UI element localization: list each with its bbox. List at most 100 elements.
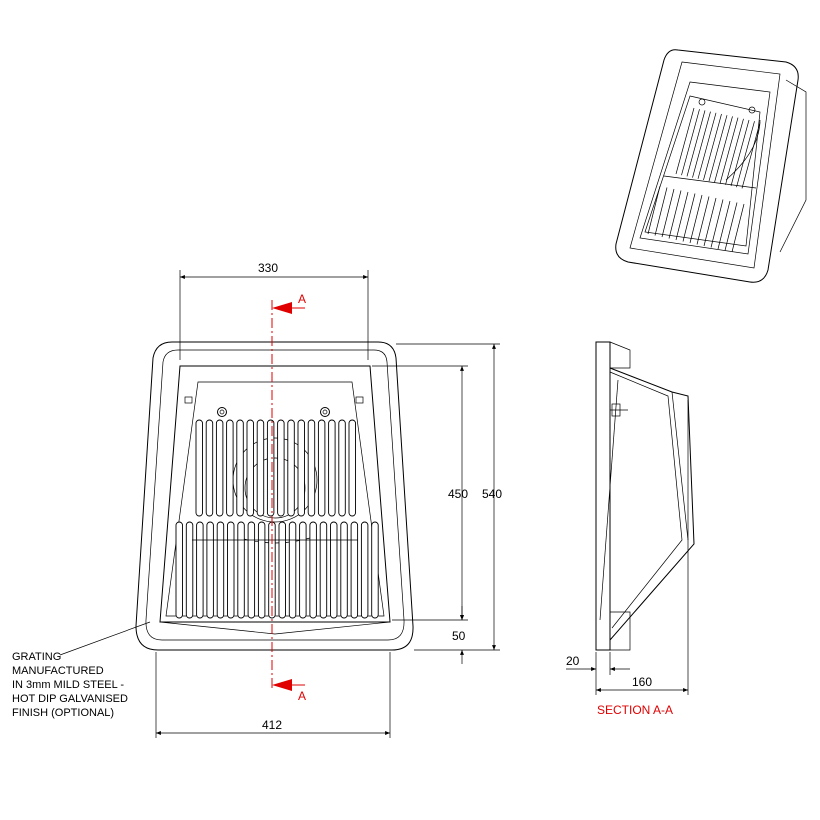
base-plate-line (159, 621, 391, 635)
left-bolt (217, 407, 227, 417)
grating-slot (175, 521, 183, 619)
grating-slot (309, 521, 317, 619)
iso-grating-bar (708, 115, 728, 182)
dim-label-412: 412 (262, 718, 282, 732)
front-view (135, 341, 414, 651)
grating-slot (330, 521, 338, 619)
iso-grating-bar (710, 199, 724, 248)
grating-slot (227, 521, 235, 619)
grating-slot (348, 419, 356, 517)
iso-grating-bar (717, 200, 731, 250)
section-arrow-top: A (272, 292, 306, 314)
note-line-2: MANUFACTURED (12, 665, 104, 677)
iso-grating-bar (703, 197, 717, 247)
note-line-5: FINISH (OPTIONAL) (12, 707, 114, 719)
grating-slot (237, 521, 245, 619)
dim-label-50: 50 (452, 629, 466, 643)
grating-slot (338, 419, 346, 517)
iso-grating-bar (692, 111, 711, 178)
grating-slot (196, 521, 204, 619)
iso-grating-bar (719, 117, 739, 184)
grating-slot (236, 419, 244, 517)
iso-outlet-curve (725, 119, 761, 181)
iso-side-box (779, 79, 807, 253)
outlet-inner-circle (244, 457, 306, 519)
iso-recess (639, 81, 771, 255)
iso-grating-bar (731, 203, 745, 253)
iso-grating-bar (696, 196, 710, 245)
iso-grating-bar (725, 118, 744, 185)
grating-slot (360, 521, 369, 619)
grating-slot (246, 419, 254, 517)
grating-slot (257, 521, 266, 619)
grating-slot (297, 419, 305, 517)
grating-slot (266, 419, 275, 517)
iso-grating-divider (663, 175, 757, 189)
right-tab (355, 396, 364, 404)
grating-slot (215, 419, 224, 517)
iso-grating-bar (682, 193, 696, 242)
dim-label-160: 160 (632, 675, 652, 689)
grating-slot (185, 521, 194, 619)
grating-slot (256, 419, 265, 517)
grating-slot (206, 521, 214, 619)
section-back-wall (595, 341, 611, 651)
iso-grating-bar (675, 191, 689, 241)
grating-slot (319, 521, 328, 619)
grating-slot (288, 521, 297, 619)
grating-slot (277, 419, 285, 517)
section-arrow-bottom: A (272, 679, 306, 703)
section-title: SECTION A-A (597, 703, 673, 717)
iso-grating-bars (647, 107, 761, 253)
section-inner-line (609, 371, 683, 629)
iso-grating-bar (714, 116, 733, 183)
grating-slot (247, 521, 256, 619)
iso-grating-bar (724, 202, 738, 251)
grating-slot (226, 419, 234, 517)
section-top-cap (609, 341, 631, 369)
dim-wall-thickness: 20 (566, 652, 630, 695)
dim-lip-height: 50 (452, 606, 466, 664)
grating-note: GRATING MANUFACTURED IN 3mm MILD STEEL -… (12, 651, 128, 719)
iso-grating-bar (730, 119, 750, 187)
iso-outer-frame (615, 49, 799, 283)
dim-label-540: 540 (482, 487, 502, 501)
grating-slot (216, 521, 225, 619)
section-bottom-block (610, 611, 631, 651)
grating-slot (328, 419, 336, 517)
right-bolt (320, 407, 330, 417)
iso-grating-bar (689, 194, 703, 244)
iso-grating-bar (681, 109, 700, 176)
outer-frame (135, 341, 414, 651)
iso-inner-frame (629, 61, 781, 269)
dim-inner-height: 450 (372, 365, 468, 621)
lower-grating (175, 521, 379, 619)
note-line-4: HOT DIP GALVANISED (12, 693, 128, 705)
section-body (609, 367, 695, 641)
grating-slot (340, 521, 348, 619)
dim-label-20: 20 (566, 654, 580, 668)
dim-section-depth: 160 (596, 400, 689, 695)
iso-grating-bar (668, 190, 682, 239)
inner-frame (145, 349, 405, 641)
isometric-view (615, 49, 807, 283)
iso-grating-bar (736, 121, 755, 188)
iso-bolt-right (748, 106, 756, 114)
section-grating-line (671, 391, 689, 541)
iso-bolt-left (698, 98, 706, 106)
grating-slot (350, 521, 359, 619)
section-marker-top: A (298, 292, 306, 306)
note-line-1: GRATING (12, 651, 61, 663)
section-view (595, 341, 695, 651)
dim-top-width: 330 (179, 261, 369, 360)
note-line-3: IN 3mm MILD STEEL - (12, 679, 124, 691)
grating-slot (371, 521, 379, 619)
grating-slot (287, 419, 295, 517)
grating-slot (307, 419, 316, 517)
grating-slot (299, 521, 307, 619)
grating-slot (205, 419, 214, 517)
iso-grating-bar (675, 107, 695, 175)
dim-label-330: 330 (258, 261, 278, 275)
section-marker-bottom: A (298, 689, 306, 703)
